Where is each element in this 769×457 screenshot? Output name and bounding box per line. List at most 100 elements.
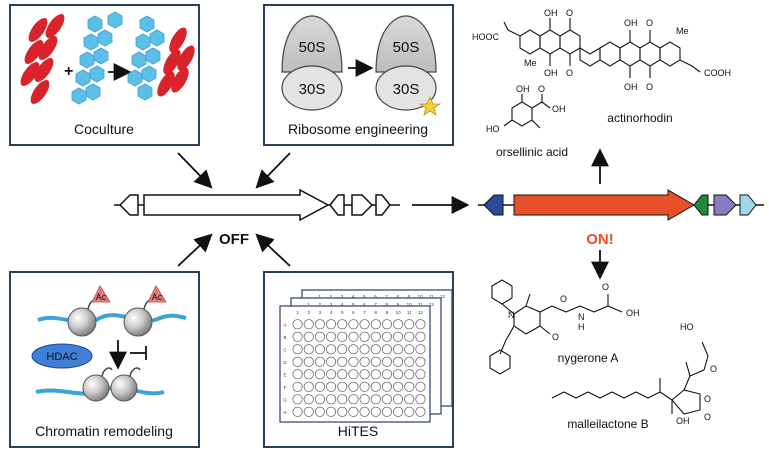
plate-well — [415, 394, 426, 405]
plate-row-label: H — [283, 410, 286, 415]
plate-well — [292, 369, 303, 380]
malleilactone-labels: HO O O O OH — [676, 322, 717, 426]
plate-well — [415, 381, 426, 392]
plus-sign: + — [64, 63, 73, 80]
panel-coculture: + — [9, 4, 200, 146]
plate-well — [337, 369, 348, 380]
plate-well — [314, 356, 325, 367]
plate-well — [370, 406, 381, 417]
plate-column-label: 9 — [408, 294, 411, 299]
gene-arrow-icon — [329, 194, 345, 216]
coculture-to-off-arrow — [177, 152, 213, 189]
core-gene-arrow-icon — [143, 188, 330, 222]
chem-label: O — [552, 332, 559, 342]
plate-column-label: 6 — [363, 302, 366, 307]
plate-well — [359, 381, 370, 392]
plate-column-label: 2 — [329, 294, 332, 299]
plate-well — [303, 331, 314, 342]
plate-well — [314, 319, 325, 330]
nucleosome-icon — [110, 374, 138, 402]
plate-well — [370, 331, 381, 342]
plate-well — [337, 356, 348, 367]
orsellinic-acid-label: orsellinic acid — [496, 145, 568, 159]
actinorhodin-labels: HOOC COOH OH O OH O Me OH O OH O Me — [472, 8, 731, 92]
plate-well — [292, 381, 303, 392]
on-label: ON! — [586, 231, 614, 248]
plate-row-label: F — [284, 385, 287, 390]
acetyl-marker-icon — [147, 285, 167, 303]
plate-well — [303, 381, 314, 392]
chem-label: HOOC — [472, 32, 500, 42]
plate-column-label: 11 — [429, 294, 434, 299]
blue-fungi-icon — [71, 11, 123, 105]
chem-label: O — [710, 364, 717, 374]
plate-well — [337, 331, 348, 342]
plate-well — [326, 356, 337, 367]
ribosome-30s-label: 30S — [299, 81, 326, 98]
panel-ribosome: 50S 30S 50S 30S Ribosome engineering — [263, 4, 454, 146]
plate-column-label: 11 — [407, 310, 412, 315]
gene-arrow-icon — [739, 194, 757, 216]
plate-well — [337, 344, 348, 355]
panel-chromatin: Ac Ac HDAC Chromatin remodeling — [9, 271, 200, 448]
ribosome-before-icon: 50S 30S — [281, 15, 343, 111]
panel-chromatin-title: Chromatin remodeling — [35, 423, 173, 439]
plate-column-label: 1 — [307, 302, 310, 307]
plate-well — [326, 331, 337, 342]
plate-well — [415, 344, 426, 355]
plate-column-label: 7 — [385, 294, 388, 299]
actinorhodin-label: actinorhodin — [607, 111, 672, 125]
acetyl-label: Ac — [152, 292, 163, 302]
chem-label: OH — [544, 8, 558, 18]
chem-label: O — [538, 84, 545, 94]
plate-well — [393, 319, 404, 330]
plate-well — [348, 344, 359, 355]
nucleosome-icon — [82, 374, 110, 402]
plate-column-label: 12 — [429, 302, 435, 307]
plate-well — [393, 344, 404, 355]
plate-well — [292, 406, 303, 417]
plate-well — [415, 319, 426, 330]
histone-tail — [101, 367, 113, 377]
chem-label: N — [578, 312, 585, 322]
gene-arrow-icon — [713, 194, 737, 216]
chem-label: COOH — [704, 68, 731, 78]
chem-label: OH — [626, 308, 640, 318]
orsellinic-acid-structure — [503, 94, 551, 129]
plate-well — [292, 344, 303, 355]
acetyl-label: Ac — [96, 292, 107, 302]
plate-column-label: 8 — [374, 310, 377, 315]
acetyl-marker-icon — [91, 285, 111, 303]
plate-column-label: 10 — [418, 294, 424, 299]
plate-well — [326, 344, 337, 355]
plate-well — [326, 406, 337, 417]
plate-well — [359, 319, 370, 330]
plate-well — [393, 369, 404, 380]
plate-well — [359, 394, 370, 405]
plate-well — [359, 406, 370, 417]
plate-well — [415, 356, 426, 367]
plate-row-label: B — [283, 335, 286, 340]
plate-well — [303, 344, 314, 355]
plate-well — [381, 344, 392, 355]
off-label: OFF — [219, 231, 249, 248]
plate-column-label: 4 — [341, 302, 344, 307]
gene-arrow-icon — [375, 194, 391, 216]
plate-well — [337, 406, 348, 417]
nucleosome-icon — [123, 307, 153, 337]
well-plate-stack: 123456789101112ABCDEFGH123456789101112AB… — [279, 289, 453, 423]
chem-label: OH — [624, 82, 638, 92]
plate-well — [292, 331, 303, 342]
plate-well — [303, 319, 314, 330]
plate-well — [370, 319, 381, 330]
chem-label: HO — [486, 124, 500, 134]
plate-well — [370, 356, 381, 367]
plate-well — [393, 394, 404, 405]
plate-well — [348, 381, 359, 392]
chem-label: HO — [680, 322, 694, 332]
histone-tail — [129, 367, 141, 377]
gene-arrow-icon — [693, 194, 709, 216]
